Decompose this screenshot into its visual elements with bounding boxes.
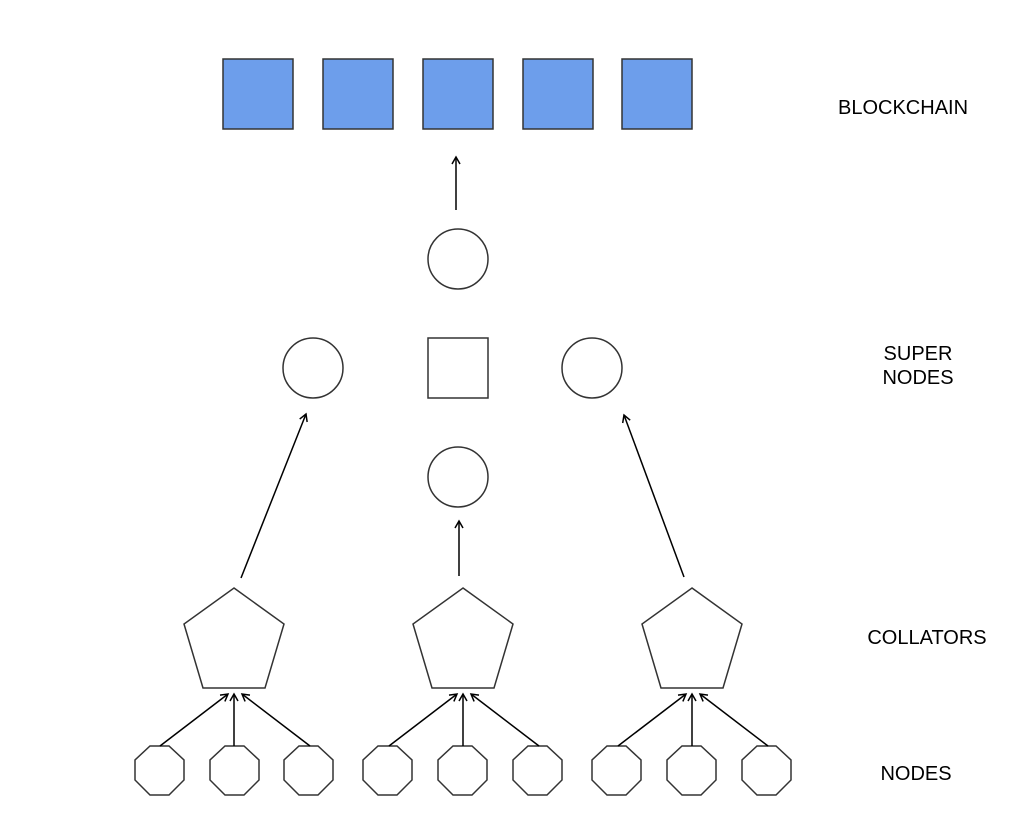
node-9 [741, 745, 792, 796]
arrow-node-3-to-collator [240, 693, 311, 747]
arrow-node-1-to-collator [159, 693, 230, 747]
block-3 [422, 58, 494, 130]
super-nodes-label-line2: NODES [882, 367, 954, 389]
block-1 [222, 58, 294, 130]
arrows [159, 155, 769, 747]
collator-left [183, 587, 285, 689]
node-2 [209, 745, 260, 796]
blockchain-blocks [222, 58, 693, 130]
block-2 [322, 58, 394, 130]
collator-right [641, 587, 743, 689]
arrow-node-6-to-collator [469, 693, 540, 747]
super-node-center [427, 337, 489, 399]
node-8 [666, 745, 717, 796]
blockchain-label: BLOCKCHAIN [838, 97, 969, 119]
nodes-label: NODES [880, 763, 952, 785]
arrow-collator-left-to-super [240, 412, 308, 579]
super-node-left [282, 337, 344, 399]
collator-center [412, 587, 514, 689]
super-nodes-label: SUPER NODES [858, 342, 978, 390]
nodes [134, 745, 792, 796]
super-node-right [561, 337, 623, 399]
arrow-collator-right-to-super [621, 413, 685, 578]
block-4 [522, 58, 594, 130]
node-5 [437, 745, 488, 796]
collators-label: COLLATORS [867, 627, 987, 649]
arrow-node-4-to-collator [388, 693, 459, 747]
node-3 [283, 745, 334, 796]
block-5 [621, 58, 693, 130]
node-4 [362, 745, 413, 796]
collators [183, 587, 743, 689]
node-6 [512, 745, 563, 796]
super-nodes-label-line1: SUPER [883, 343, 953, 365]
super-node-bottom [427, 446, 489, 508]
arrow-node-7-to-collator [617, 693, 688, 747]
super-nodes [282, 228, 623, 508]
node-7 [591, 745, 642, 796]
super-node-top [427, 228, 489, 290]
node-1 [134, 745, 185, 796]
arrow-node-9-to-collator [698, 693, 769, 747]
